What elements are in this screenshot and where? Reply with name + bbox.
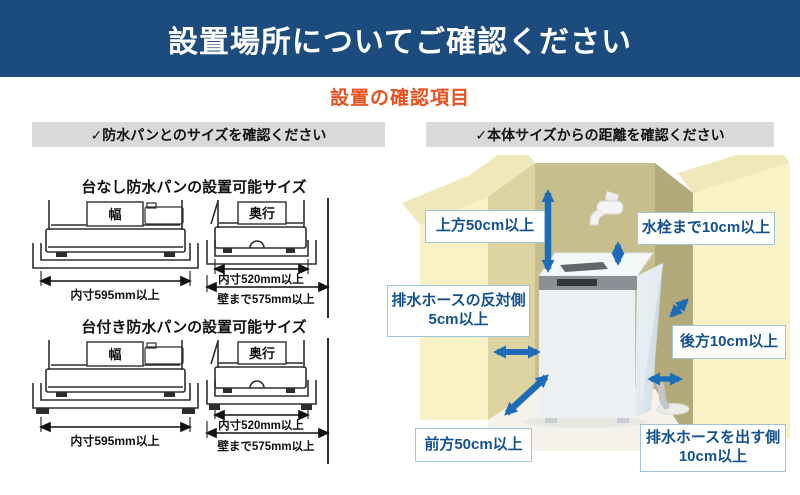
hose-opposite-label: 排水ホースの反対側 5cm以上 — [387, 285, 530, 337]
washing-machine — [538, 252, 663, 423]
hose-side-line1: 排水ホースを出す側 — [645, 429, 781, 447]
pan-section-header: ✓防水パンとのサイズを確認ください — [32, 122, 385, 147]
depth-box-label: 奥行 — [249, 346, 275, 361]
with-stand-side-diagram: 奥行 内寸520mm以上 壁まで575mm以上 — [205, 338, 330, 464]
faucet-clearance-label: 水栓まで10cm以上 — [637, 212, 775, 245]
depth-wall-measure: 壁まで575mm以上 — [217, 439, 315, 453]
confirmation-subtitle: 設置の確認項目 — [329, 88, 470, 109]
clearance-illustration: 上方50cm以上 水栓まで10cm以上 排水ホースの反対側 5cm以上 後方10… — [385, 155, 800, 495]
width-box-label: 幅 — [108, 347, 121, 362]
depth-inner-measure: 内寸520mm以上 — [218, 418, 304, 432]
clearance-arrows — [493, 189, 689, 416]
no-stand-side-diagram: 奥行 内寸520mm以上 壁まで575mm以上 — [205, 198, 330, 318]
no-stand-front-diagram: 幅 内寸595mm以上 — [32, 200, 199, 302]
with-stand-title: 台付き防水パンの設置可能サイズ — [81, 319, 307, 336]
faucet-clearance-text: 水栓まで10cm以上 — [641, 219, 771, 237]
front-clearance-label: 前方50cm以上 — [415, 428, 532, 462]
hose-side-line2: 10cm以上 — [678, 448, 748, 465]
clearance-section-header: ✓本体サイズからの距離を確認ください — [426, 122, 774, 147]
depth-wall-measure: 壁まで575mm以上 — [217, 292, 315, 306]
hose-side-label: 排水ホースを出す側 10cm以上 — [640, 424, 786, 472]
width-box-label: 幅 — [108, 207, 121, 222]
no-stand-title: 台なし防水パンの設置可能サイズ — [81, 179, 307, 196]
depth-box-label: 奥行 — [249, 206, 275, 221]
hose-opposite-line1: 排水ホースの反対側 — [391, 292, 526, 310]
with-stand-front-diagram: 幅 内寸595mm以上 — [32, 340, 199, 448]
above-clearance-text: 上方50cm以上 — [435, 217, 535, 235]
width-inner-measure: 内寸595mm以上 — [70, 433, 159, 448]
hose-opposite-line2: 5cm以上 — [428, 311, 489, 328]
rear-clearance-text: 後方10cm以上 — [679, 332, 779, 350]
front-clearance-text: 前方50cm以上 — [424, 435, 523, 453]
rear-clearance-arrow — [669, 298, 689, 318]
rear-clearance-label: 後方10cm以上 — [672, 325, 786, 359]
page-title: 設置場所についてご確認ください — [167, 25, 633, 59]
page-banner: 設置場所についてご確認ください — [0, 0, 800, 77]
faucet-icon — [589, 191, 624, 226]
front-clearance-arrow — [504, 374, 549, 416]
depth-inner-measure: 内寸520mm以上 — [218, 272, 304, 286]
above-clearance-label: 上方50cm以上 — [425, 210, 545, 243]
width-inner-measure: 内寸595mm以上 — [70, 287, 159, 302]
